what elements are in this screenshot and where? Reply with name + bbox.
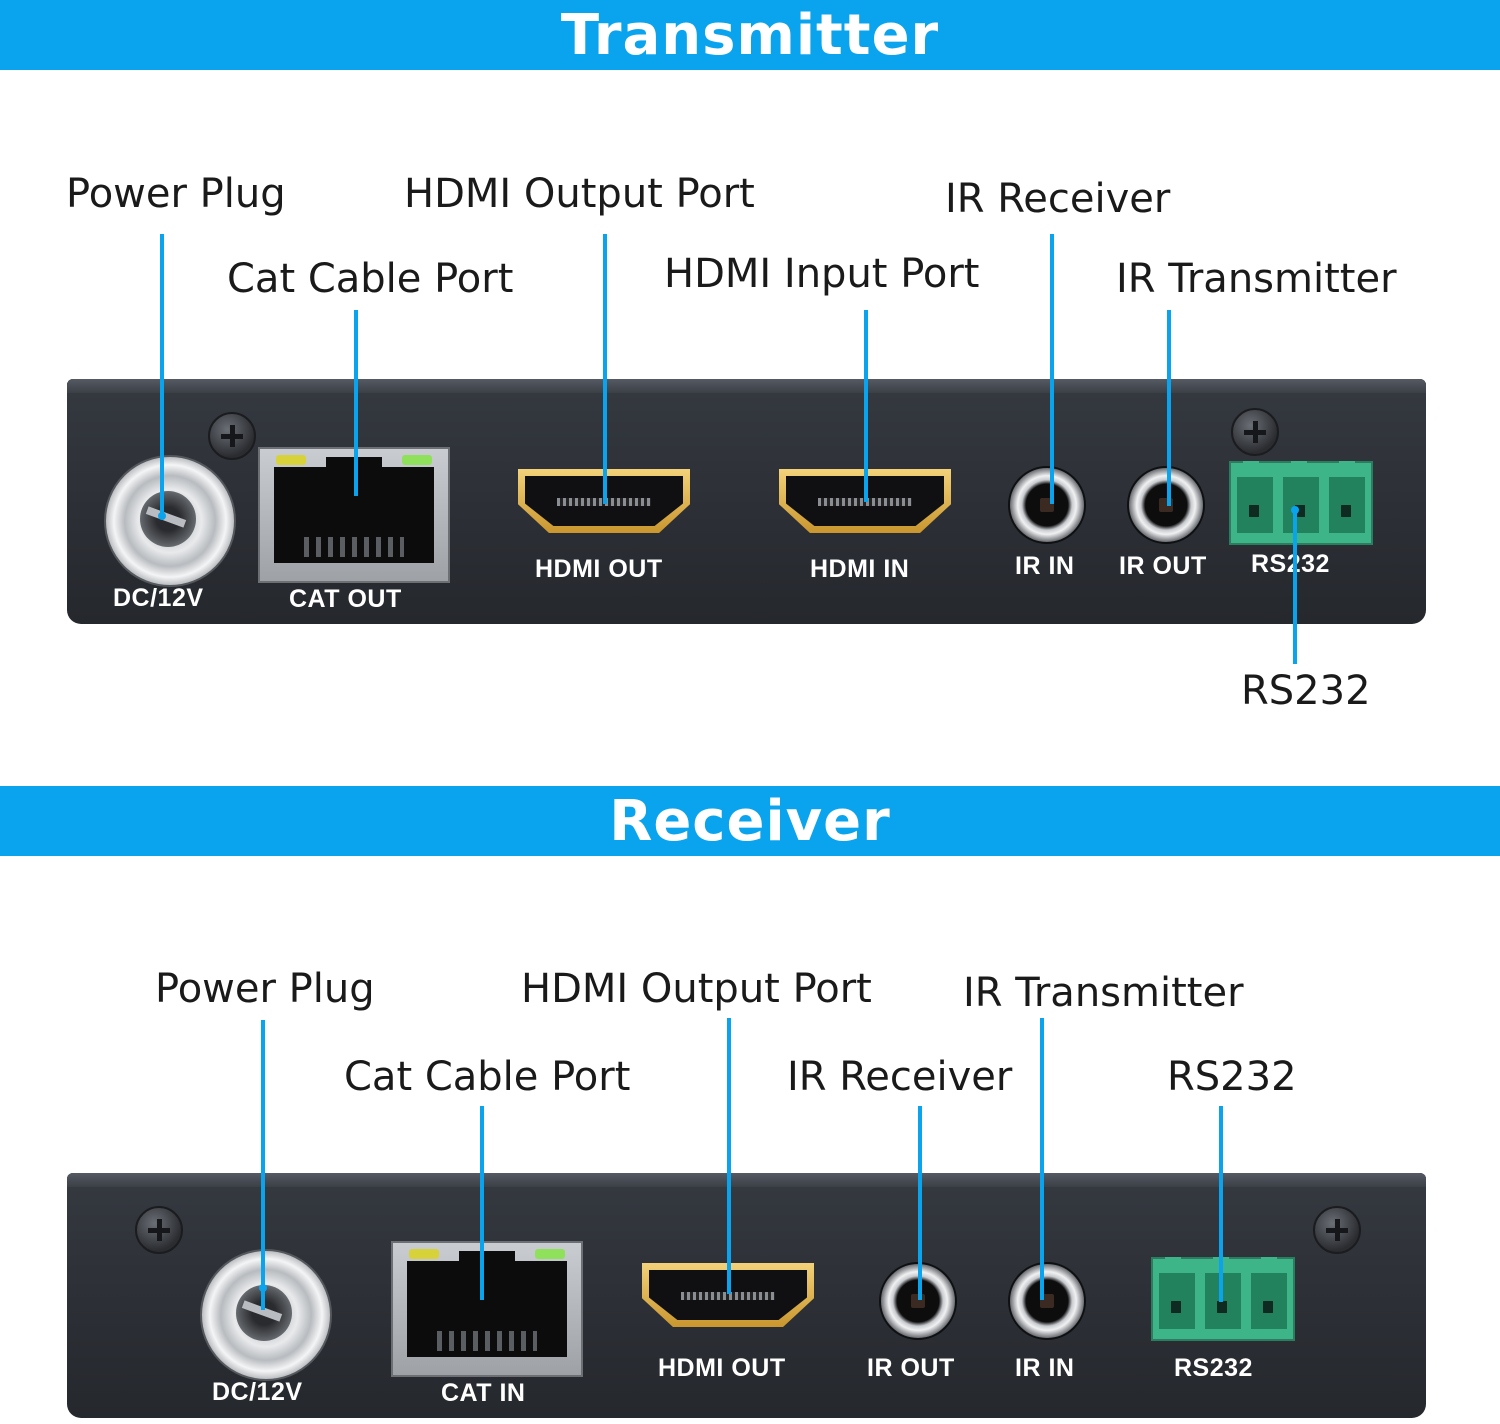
transmitter-device-panel: DC/12V CAT OUT HDMI OUT HDMI IN IR IN IR… [67,379,1426,624]
tx-callout-hdmi-output-port: HDMI Output Port [404,171,755,217]
tx-leader-cat [354,310,358,496]
rx-callout-rs232: RS232 [1167,1054,1297,1100]
tx-leader-hdmi-in [864,310,868,502]
rx-leader-hdmi-out [727,1018,731,1294]
tx-leader-rs232 [1293,508,1297,664]
rx-callout-ir-receiver: IR Receiver [787,1054,1013,1100]
receiver-device-panel: DC/12V CAT IN HDMI OUT IR OUT IR IN RS23… [67,1173,1426,1418]
rx-label-hdmi-out: HDMI OUT [658,1354,786,1382]
rx-leader-dot [259,1284,267,1292]
tx-callout-ir-transmitter: IR Transmitter [1116,256,1397,302]
rx-leader-ir-receiver [918,1106,922,1300]
rx-leader-ir-transmitter [1040,1018,1044,1300]
rx-ir-in-jack [1008,1262,1086,1340]
tx-label-hdmi-in: HDMI IN [810,555,910,583]
rx-callout-ir-transmitter: IR Transmitter [963,970,1244,1016]
tx-label-cat: CAT OUT [289,585,402,613]
rx-rj45-port [391,1241,583,1377]
tx-label-ir-out: IR OUT [1119,552,1207,580]
screw-icon [1313,1206,1361,1254]
rx-callout-cat-cable-port: Cat Cable Port [344,1054,631,1100]
rx-label-cat: CAT IN [441,1379,526,1407]
tx-callout-rs232: RS232 [1241,668,1371,714]
tx-leader-hdmi-out [603,234,607,504]
receiver-banner: Receiver [0,786,1500,856]
tx-callout-cat-cable-port: Cat Cable Port [227,256,514,302]
tx-label-rs232: RS232 [1251,550,1330,578]
rx-label-ir-out: IR OUT [867,1354,955,1382]
transmitter-banner: Transmitter [0,0,1500,70]
tx-rs232-terminal [1229,461,1373,545]
tx-label-hdmi-out: HDMI OUT [535,555,663,583]
transmitter-title: Transmitter [560,2,940,68]
tx-dc-power-jack [104,455,236,587]
rx-label-ir-in: IR IN [1015,1354,1075,1382]
tx-ir-out-jack [1127,466,1205,544]
tx-ir-in-jack [1008,466,1086,544]
receiver-title: Receiver [609,788,891,854]
rx-leader-rs232 [1219,1106,1223,1302]
tx-label-dc: DC/12V [113,584,204,612]
tx-leader-ir-receiver [1050,234,1054,504]
rx-callout-power-plug: Power Plug [155,966,375,1012]
screw-icon [135,1206,183,1254]
rx-leader-cat [480,1106,484,1300]
rx-callout-hdmi-output-port: HDMI Output Port [521,966,872,1012]
screw-icon [1231,408,1279,456]
tx-callout-power-plug: Power Plug [66,171,286,217]
rx-leader-power [261,1020,265,1310]
tx-callout-ir-receiver: IR Receiver [945,176,1171,222]
rx-rs232-terminal [1151,1257,1295,1341]
rx-label-rs232: RS232 [1174,1354,1253,1382]
tx-label-ir-in: IR IN [1015,552,1075,580]
tx-leader-ir-transmitter [1167,310,1171,506]
screw-icon [208,412,256,460]
rx-label-dc: DC/12V [212,1378,303,1406]
tx-leader-power [160,234,164,516]
tx-callout-hdmi-input-port: HDMI Input Port [664,251,980,297]
tx-leader-dot [1291,506,1299,514]
rx-dc-power-jack [200,1249,332,1381]
tx-leader-dot [158,512,166,520]
